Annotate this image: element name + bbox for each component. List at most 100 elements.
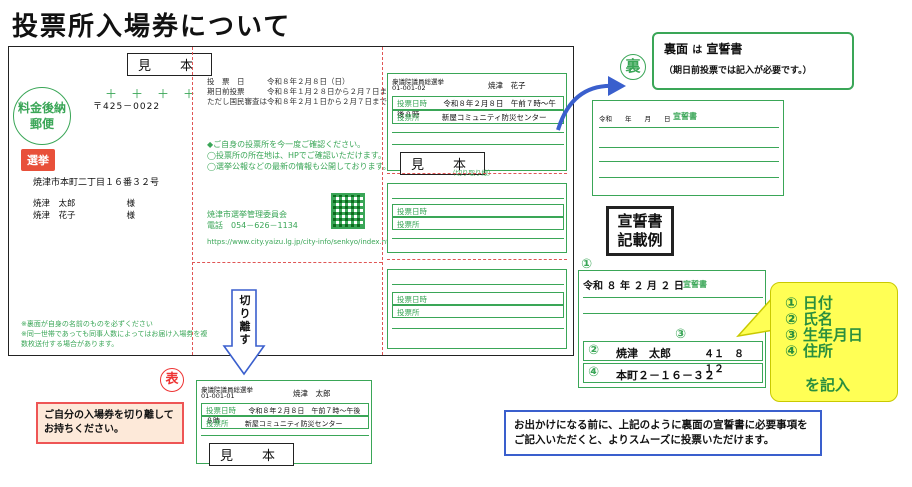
ticket-name: 焼津 花子 — [488, 81, 526, 90]
recipient-name-2: 焼津 花子 様 — [33, 211, 136, 221]
ticket-grid-line — [201, 435, 369, 436]
footer-note-3: 数枚送付する場合があります。 — [21, 340, 119, 348]
yellow-item-1: ① 日付 — [785, 294, 833, 312]
notice-2: ◯投票所の所在地は、HPでご確認いただけます。 — [207, 151, 386, 160]
ticket-grid-line — [392, 328, 564, 329]
omote-date-label: 投票日時 — [206, 406, 236, 415]
ura-card-title: 宣誓書 — [673, 112, 697, 121]
omote-place-row: 投票所 新屋コミュニティ防災センター — [201, 416, 369, 429]
example-dob: ４１ ８ １２ — [704, 349, 754, 375]
info-line-3: ただし国民審査は令和８年２月１日から２月７日まで — [207, 97, 387, 106]
omote-place-label: 投票所 — [206, 419, 229, 428]
committee-url[interactable]: https://www.city.yaizu.lg.jp/city-info/s… — [207, 238, 398, 246]
cut-arrow-text: 切り離す — [239, 294, 251, 346]
cut-line — [387, 173, 567, 174]
ura-label: 裏 — [620, 54, 646, 80]
omote-header: 衆議院議員総選挙 — [201, 386, 253, 394]
info-line-1: 投 票 日 令和８年２月８日（日） — [207, 77, 350, 86]
ura-callout-title: 裏面 は 宣誓書 — [664, 40, 842, 57]
example-card-title: 宣誓書 — [683, 280, 707, 289]
ura-callout-word-3: 宣誓書 — [706, 42, 743, 56]
ura-card-date: 令和 年 月 日 — [599, 115, 671, 123]
ticket-grid-line — [392, 132, 564, 133]
ticket-grid-line — [392, 198, 564, 199]
ura-callout-word-1: 裏面 — [664, 42, 689, 56]
ticket-lower-place-label: 投票所 — [397, 308, 420, 317]
orange-note: ご自分の入場券を切り離してお持ちください。 — [36, 402, 184, 444]
ticket-grid-line — [392, 238, 564, 239]
yellow-item-2: ② 氏名 — [785, 310, 833, 328]
ura-grid-line — [599, 161, 779, 162]
example-card: ① 令和 ８ 年 ２ 月 ２ 日 宣誓書 ③ ② 焼津 太郎 ４１ ８ １２ ④… — [578, 257, 766, 388]
ura-callout-word-2: は — [692, 45, 703, 56]
blue-note: お出かけになる前に、上記のように裏面の宣誓書に必要事項をご記入いただくと、よりス… — [504, 410, 822, 456]
example-grid-line — [583, 313, 763, 314]
example-title-box: 宣誓書 記載例 — [606, 206, 674, 256]
example-address: 本町２－１６－３２ — [616, 369, 715, 382]
omote-name: 焼津 太郎 — [293, 389, 331, 398]
example-title-2: 記載例 — [617, 231, 663, 249]
yellow-callout: ① 日付 ② 氏名 ③ 生年月日 ④ 住所 を記入 — [770, 282, 898, 402]
omote-ticket: 衆議院議員総選挙 01-001-01 焼津 太郎 投票日時 令和８年２月８日 午… — [196, 380, 372, 466]
ticket-place-row: 投票所 新屋コミュニティ防災センター — [392, 110, 564, 124]
example-grid-line — [583, 297, 763, 298]
ticket-grid-line — [392, 144, 564, 145]
ticket-mihon-label: 見 本 — [400, 152, 486, 175]
recipient-address: 焼津市本町二丁目１６番３２号 — [33, 178, 160, 188]
omote-date-value: 令和８年２月８日 午前７時〜午後８時 — [206, 407, 361, 425]
ticket-mid-place-row: 投票所 — [392, 217, 564, 230]
example-marker-3: ③ — [675, 327, 687, 342]
omote-number: 01-001-01 — [201, 392, 235, 400]
postcard-sample: 見 本 料金後納郵便 ＋＋＋＋ 〒425－0022 選挙 焼津市本町二丁目１６番… — [8, 46, 574, 356]
ura-grid-line — [599, 127, 779, 128]
mihon-label: 見 本 — [127, 53, 213, 76]
ticket-date-value: 令和８年２月８日 午前７時〜午後８時 — [397, 99, 556, 119]
ura-grid-line — [599, 147, 779, 148]
recipient-name-1: 焼津 太郎 様 — [33, 199, 136, 209]
example-marker-1: ① — [581, 257, 593, 272]
fold-line-right — [382, 47, 383, 355]
ticket-header: 衆議院議員総選挙 — [392, 78, 444, 86]
example-date: 令和 ８ 年 ２ 月 ２ 日 — [583, 281, 684, 292]
ticket-lower-place-row: 投票所 — [392, 305, 564, 318]
example-title-1: 宣誓書 — [617, 212, 663, 230]
fold-line-left — [192, 47, 193, 355]
ticket-main: 衆議院議員総選挙 01-001-02 焼津 花子 投票日時 令和８年２月８日 午… — [387, 73, 567, 175]
omote-mihon-label: 見 本 — [209, 443, 295, 466]
page-title: 投票所入場券について — [12, 12, 292, 42]
ticket-grid-line — [392, 284, 564, 285]
yellow-item-4: ④ 住所 — [785, 342, 833, 360]
down-arrow-icon — [222, 289, 266, 376]
example-address-row: ④ 本町２－１６－３２ — [583, 363, 763, 383]
zip-code: 〒425－0022 — [93, 102, 161, 112]
ticket-date-row: 投票日時 令和８年２月８日 午前７時〜午後８時 — [392, 96, 564, 119]
example-name: 焼津 太郎 — [616, 347, 671, 360]
senkyo-badge: 選挙 — [21, 149, 55, 171]
ticket-mid-place-label: 投票所 — [397, 220, 420, 229]
ura-callout-sub: （期日前投票では記入が必要です。） — [664, 66, 812, 76]
ticket-lower-date-row: 投票日時 — [392, 292, 564, 305]
footer-note-2: ※同一世帯であっても同事人数によってはお届け入場券を複 — [21, 330, 208, 338]
ticket-lower: 投票日時 投票所 — [387, 269, 567, 349]
cut-line-h — [192, 262, 382, 263]
ticket-mid: 投票日時 投票所 — [387, 183, 567, 253]
notice-3: ◯選挙公報などの最新の情報も公開しております。 — [207, 162, 391, 171]
info-line-2: 期日前投票 令和８年１月２８日から２月７日まで — [207, 87, 395, 96]
zip-marks: ＋＋＋＋ — [105, 87, 210, 101]
ticket-date-label: 投票日時 — [397, 99, 427, 108]
ticket-place-label: 投票所 — [397, 113, 420, 122]
example-marker-4: ④ — [588, 365, 600, 380]
omote-label: 表 — [160, 368, 184, 392]
ticket-mid-date-label: 投票日時 — [397, 207, 427, 216]
postage-stamp: 料金後納郵便 — [13, 87, 71, 145]
ura-grid-line — [599, 177, 779, 178]
yellow-item-3: ③ 生年月日 — [785, 326, 863, 344]
stamp-text: 料金後納郵便 — [17, 101, 66, 131]
ticket-place-value: 新屋コミュニティ防災センター — [441, 113, 547, 122]
cut-line-2 — [387, 259, 567, 260]
footer-note-1: ※裏面が自身の名前のものを必ずください — [21, 320, 153, 328]
ura-card: 令和 年 月 日 宣誓書 — [592, 100, 784, 196]
curved-arrow-icon — [556, 76, 626, 131]
ticket-lower-date-label: 投票日時 — [397, 295, 427, 304]
example-marker-2: ② — [588, 343, 600, 358]
